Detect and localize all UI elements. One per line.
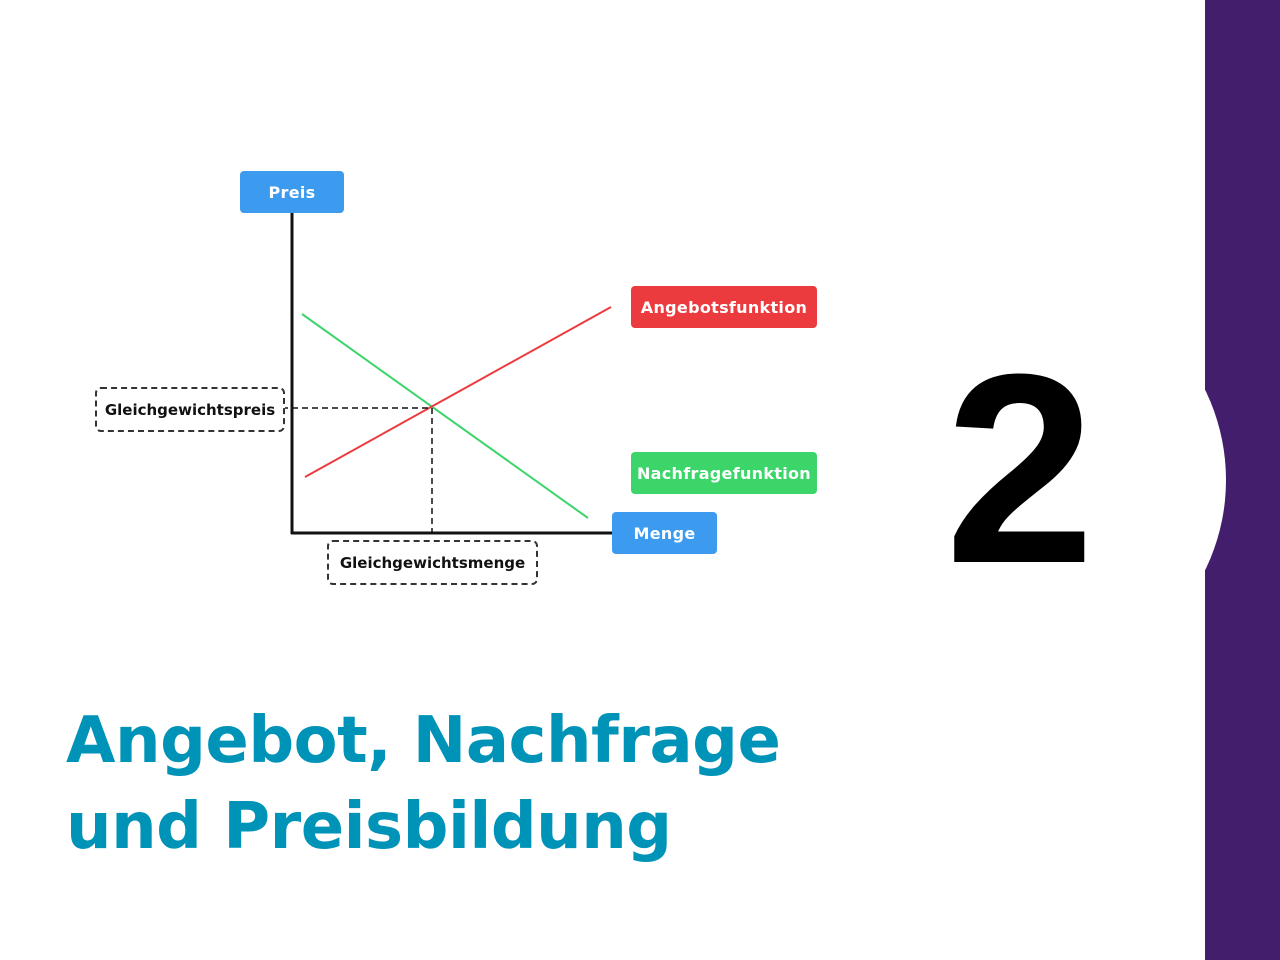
slide-title-line-1: Angebot, Nachfrage [66, 704, 781, 778]
slide-title: Angebot, Nachfrage und Preisbildung [66, 698, 886, 870]
supply-demand-diagram: Preis Menge Angebotsfunktion Nachfragefu… [0, 0, 900, 620]
number-circle [816, 275, 1226, 685]
demand-curve [301, 313, 589, 519]
y-axis-label: Preis [240, 171, 344, 213]
diagram-lines [282, 212, 614, 535]
supply-label: Angebotsfunktion [631, 286, 817, 328]
equilibrium-quantity-label: Gleichgewichtsmenge [327, 540, 538, 585]
slide-number: 2 [944, 319, 1096, 620]
demand-label: Nachfragefunktion [631, 452, 817, 494]
supply-curve [304, 306, 612, 478]
slide-title-line-2: und Preisbildung [66, 790, 672, 864]
equilibrium-price-label: Gleichgewichtspreis [95, 387, 285, 432]
x-axis-label: Menge [612, 512, 717, 554]
